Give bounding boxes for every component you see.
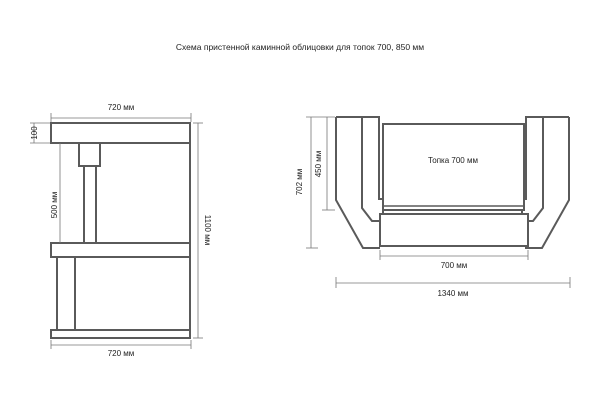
side-view: 720 мм 100 500 мм 1100 мм 720 мм bbox=[30, 103, 212, 358]
bottom-width-label: 720 мм bbox=[108, 349, 135, 358]
front-total-width-label: 1340 мм bbox=[437, 289, 468, 298]
upper-column bbox=[83, 165, 97, 244]
firebox-label: Топка 700 мм bbox=[428, 156, 478, 165]
diagram-title: Схема пристенной каминной облицовки для … bbox=[176, 42, 424, 52]
top-width-label: 720 мм bbox=[108, 103, 135, 112]
upper-block bbox=[78, 142, 101, 167]
right-portal-wall bbox=[521, 116, 570, 249]
base-slab bbox=[50, 329, 191, 339]
firebox-width-label: 700 мм bbox=[441, 261, 468, 270]
top-slab bbox=[50, 122, 191, 144]
firebox-height-label: 450 мм bbox=[314, 151, 323, 178]
left-portal-wall bbox=[335, 116, 384, 249]
total-height-label: 1100 мм bbox=[203, 215, 212, 245]
top-slab-height-label: 100 bbox=[30, 126, 39, 140]
hearth-plinth bbox=[379, 213, 529, 247]
front-total-height-label: 702 мм bbox=[295, 169, 304, 196]
column-height-label: 500 мм bbox=[50, 192, 59, 219]
front-view: Топка 700 мм 702 мм 450 мм 700 мм 1340 м… bbox=[295, 116, 571, 298]
middle-slab bbox=[50, 242, 191, 258]
lower-column bbox=[56, 256, 76, 331]
firebox bbox=[382, 123, 525, 211]
